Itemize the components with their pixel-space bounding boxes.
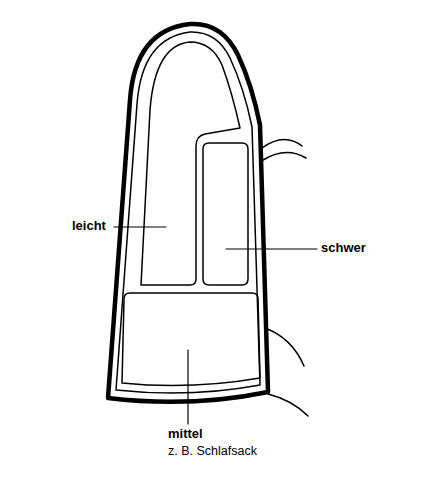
leader-line [187, 350, 188, 424]
compartment-heavy [203, 143, 248, 285]
strap [262, 139, 302, 148]
part-label: schwer [321, 241, 366, 256]
note-label: z. B. Schlafsack [168, 444, 257, 458]
compartment-medium [122, 293, 260, 386]
part-label: leicht [72, 219, 106, 234]
strap [263, 152, 306, 160]
strap [268, 394, 308, 416]
backpack-liner [116, 32, 260, 393]
strap [265, 328, 304, 366]
part-label: mittel [168, 427, 203, 442]
leader-line [226, 248, 317, 249]
compartment-light [141, 42, 240, 285]
leader-line [114, 226, 166, 227]
backpack-outline [108, 24, 268, 402]
